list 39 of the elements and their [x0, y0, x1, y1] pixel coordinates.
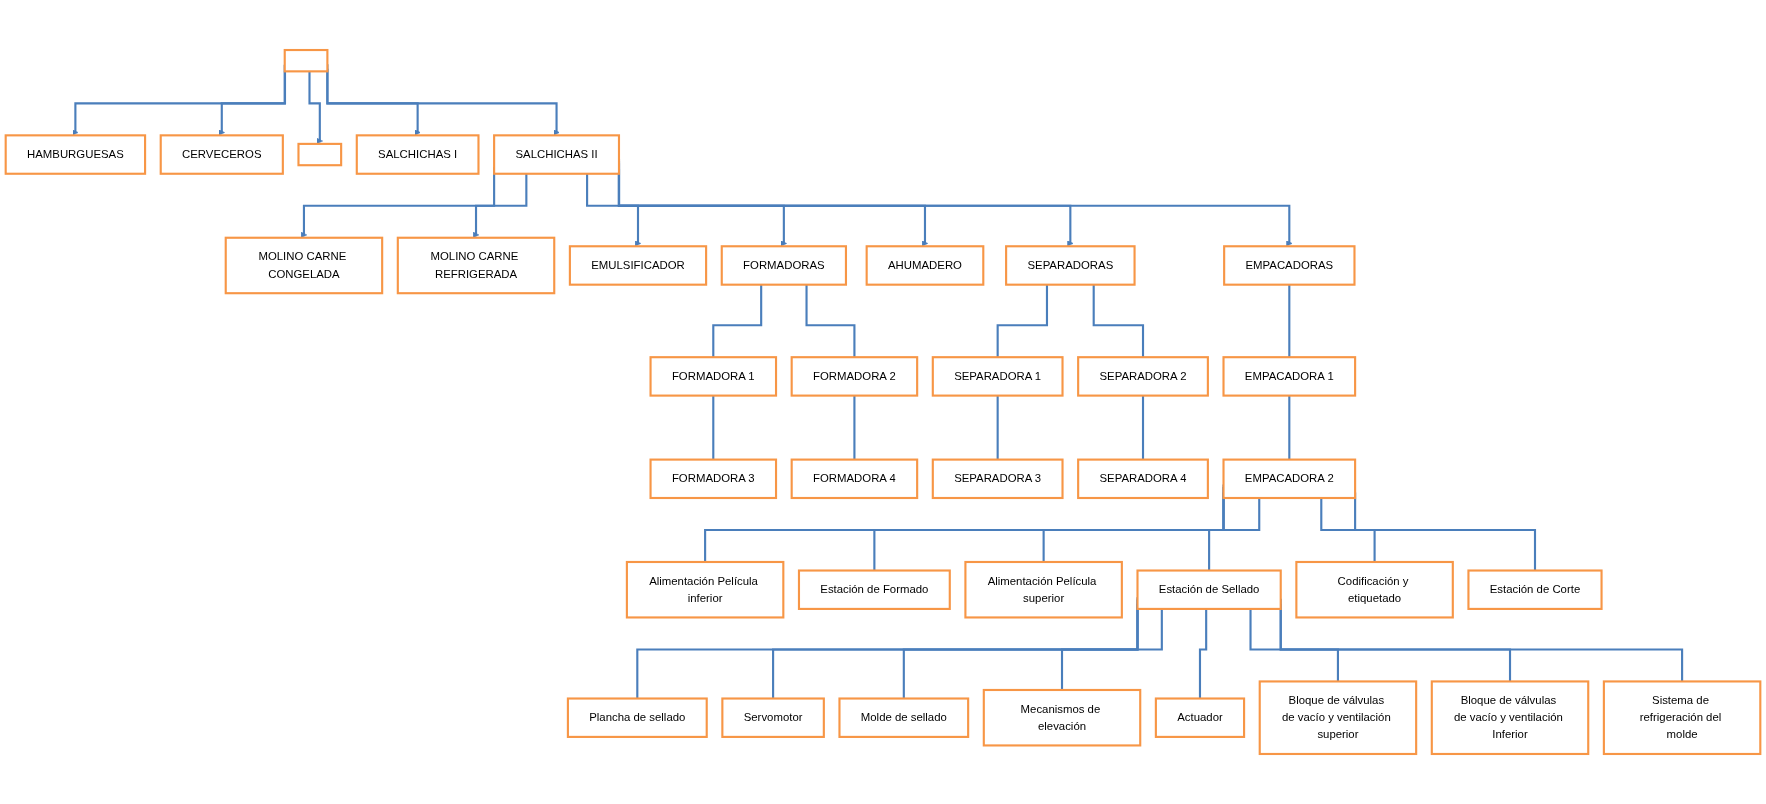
node-box: Sistema de refrigeración del molde [1602, 680, 1762, 756]
node-box: Estación de Corte [1467, 569, 1603, 610]
node-box: EMPACADORA 2 [1222, 458, 1357, 500]
node-box: MOLINO CARNE CONGELADA [224, 236, 384, 295]
node-box: Estación de Sellado [1136, 569, 1282, 610]
arrow [218, 71, 287, 136]
node-box: Bloque de válvulas de vacío y ventilación superior [1258, 680, 1418, 756]
node-box: SEPARADORA 1 [931, 356, 1064, 397]
node-box: SALCHICHAS II [493, 134, 621, 175]
node-box: FORMADORAS [720, 245, 848, 286]
node-box: FORMADORA 4 [790, 458, 919, 500]
node-box: Alimentación Película inferior [625, 560, 785, 619]
node-box: FORMADORA 2 [790, 356, 919, 397]
node-box: HAMBURGUESAS [4, 134, 147, 175]
node-box: Alimentación Película superior [964, 560, 1123, 619]
node-box: Mecanismos de elevación [982, 688, 1142, 747]
node-box: Estación de Formado [797, 569, 951, 610]
node-box [283, 48, 329, 73]
node-box: Plancha de sellado [566, 697, 708, 738]
arrow [586, 173, 642, 247]
node-box: EMPACADORA 1 [1222, 356, 1357, 397]
node-box: FORMADORA 3 [649, 458, 778, 500]
node-box: SEPARADORA 4 [1077, 458, 1209, 500]
node-box: FORMADORA 1 [649, 356, 778, 397]
node-box: SALCHICHAS I [355, 134, 480, 175]
node-box: CERVECEROS [159, 134, 284, 175]
node-box: EMPACADORAS [1223, 245, 1356, 286]
node-box: SEPARADORA 3 [931, 458, 1064, 500]
node-box: Molde de sellado [838, 697, 970, 738]
node-box: Bloque de válvulas de vacío y ventilación Inferior [1430, 680, 1590, 756]
node-box: MOLINO CARNE REFRIGERADA [396, 236, 556, 295]
node-box: EMULSIFICADOR [568, 245, 708, 286]
node-box: SEPARADORA 2 [1077, 356, 1209, 397]
node-box: Codificación y etiquetado [1295, 560, 1454, 619]
node-box: Servomotor [721, 697, 825, 738]
node-box: SEPARADORAS [1005, 245, 1136, 286]
node-box [297, 142, 343, 167]
node-box: Actuador [1154, 697, 1246, 738]
node-box: AHUMADERO [865, 245, 985, 286]
